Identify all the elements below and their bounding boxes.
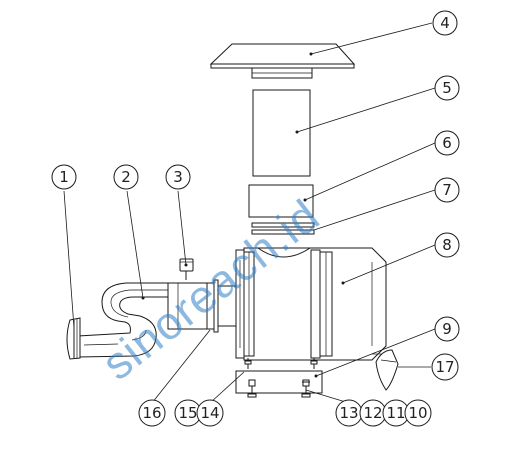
part-primary-filter-element <box>252 89 311 177</box>
callout-3: 3 <box>165 164 191 190</box>
callout-16: 16 <box>138 399 166 427</box>
callout-6: 6 <box>434 130 460 156</box>
callout-17-label: 17 <box>435 358 454 376</box>
callout-11: 11 <box>382 399 410 427</box>
callout-3-label: 3 <box>173 168 183 186</box>
part-restriction-indicator <box>179 258 194 280</box>
callout-14-label: 14 <box>200 404 219 422</box>
callout-2-label: 2 <box>121 168 131 186</box>
callout-4: 4 <box>432 10 458 36</box>
callout-12: 12 <box>359 399 387 427</box>
callout-7-label: 7 <box>442 181 452 199</box>
part-gasket-ring <box>251 222 315 235</box>
callout-15: 15 <box>174 399 202 427</box>
part-rain-cap <box>209 43 356 79</box>
part-mounting-bracket <box>235 370 323 398</box>
callout-13: 13 <box>335 399 363 427</box>
part-dust-valve <box>372 349 399 391</box>
callout-16-label: 16 <box>142 404 161 422</box>
callout-13-label: 13 <box>339 404 358 422</box>
callout-9-label: 9 <box>442 320 452 338</box>
callout-15-label: 15 <box>178 404 197 422</box>
callout-2: 2 <box>113 164 139 190</box>
callout-1: 1 <box>51 164 77 190</box>
part-elbow-pipe <box>77 282 208 358</box>
callout-5-label: 5 <box>442 79 452 97</box>
callout-10-label: 10 <box>408 404 427 422</box>
callout-8: 8 <box>434 232 460 258</box>
callout-12-label: 12 <box>363 404 382 422</box>
callout-10: 10 <box>404 399 432 427</box>
callout-7: 7 <box>434 177 460 203</box>
callout-5: 5 <box>434 75 460 101</box>
callout-4-label: 4 <box>440 14 450 32</box>
callout-1-label: 1 <box>59 168 69 186</box>
callout-9: 9 <box>434 316 460 342</box>
part-filter-housing <box>235 247 387 369</box>
callout-6-label: 6 <box>442 134 452 152</box>
callout-11-label: 11 <box>386 404 405 422</box>
callout-8-label: 8 <box>442 236 452 254</box>
callout-14: 14 <box>196 399 224 427</box>
leader-lines <box>63 22 436 404</box>
callout-17: 17 <box>431 353 459 381</box>
